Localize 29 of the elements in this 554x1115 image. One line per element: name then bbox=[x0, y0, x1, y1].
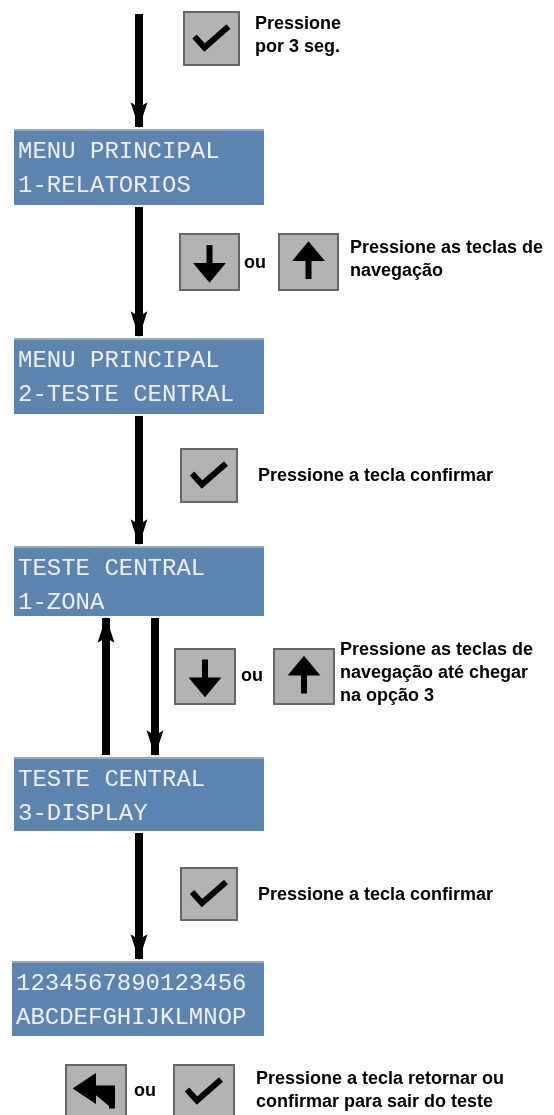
connector-word: ou bbox=[241, 664, 264, 687]
instruction-text: Pressione a tecla retornar ou confirmar para sair do teste bbox=[256, 1067, 506, 1113]
instruction-text: Pressione as teclas de navegação até chegar na opção 3 bbox=[340, 638, 535, 707]
screen-text: 3-DISPLAY bbox=[18, 799, 148, 829]
screen-text: 1-ZONA bbox=[18, 588, 105, 618]
lcd-screen bbox=[14, 546, 264, 616]
screen-text: 2-TESTE CENTRAL bbox=[18, 380, 235, 410]
screen-text: TESTE CENTRAL bbox=[18, 554, 206, 584]
connector-word: ou bbox=[244, 251, 267, 274]
lcd-screen bbox=[14, 129, 264, 205]
lcd-screen bbox=[14, 338, 264, 414]
screen-text: ABCDEFGHIJKLMNOP bbox=[16, 1003, 247, 1033]
arrow bbox=[130, 416, 148, 546]
connector-word: ou bbox=[134, 1079, 157, 1102]
arrow bbox=[146, 618, 164, 757]
screen-text: MENU PRINCIPAL bbox=[18, 346, 220, 376]
instruction-text: Pressione por 3 seg. bbox=[255, 12, 343, 58]
lcd-screen bbox=[14, 757, 264, 831]
arrow bbox=[130, 207, 148, 338]
instruction-text: Pressione a tecla confirmar bbox=[258, 883, 495, 906]
screen-text: 1234567890123456 bbox=[16, 969, 247, 999]
lcd-screen bbox=[12, 961, 264, 1036]
instruction-text: Pressione as teclas de navegação bbox=[350, 236, 545, 282]
screen-text: TESTE CENTRAL bbox=[18, 765, 206, 795]
arrow bbox=[130, 833, 148, 961]
arrow bbox=[97, 616, 115, 755]
screen-text: MENU PRINCIPAL bbox=[18, 137, 220, 167]
instruction-text: Pressione a tecla confirmar bbox=[258, 464, 495, 487]
screen-text: 1-RELATORIOS bbox=[18, 171, 191, 201]
